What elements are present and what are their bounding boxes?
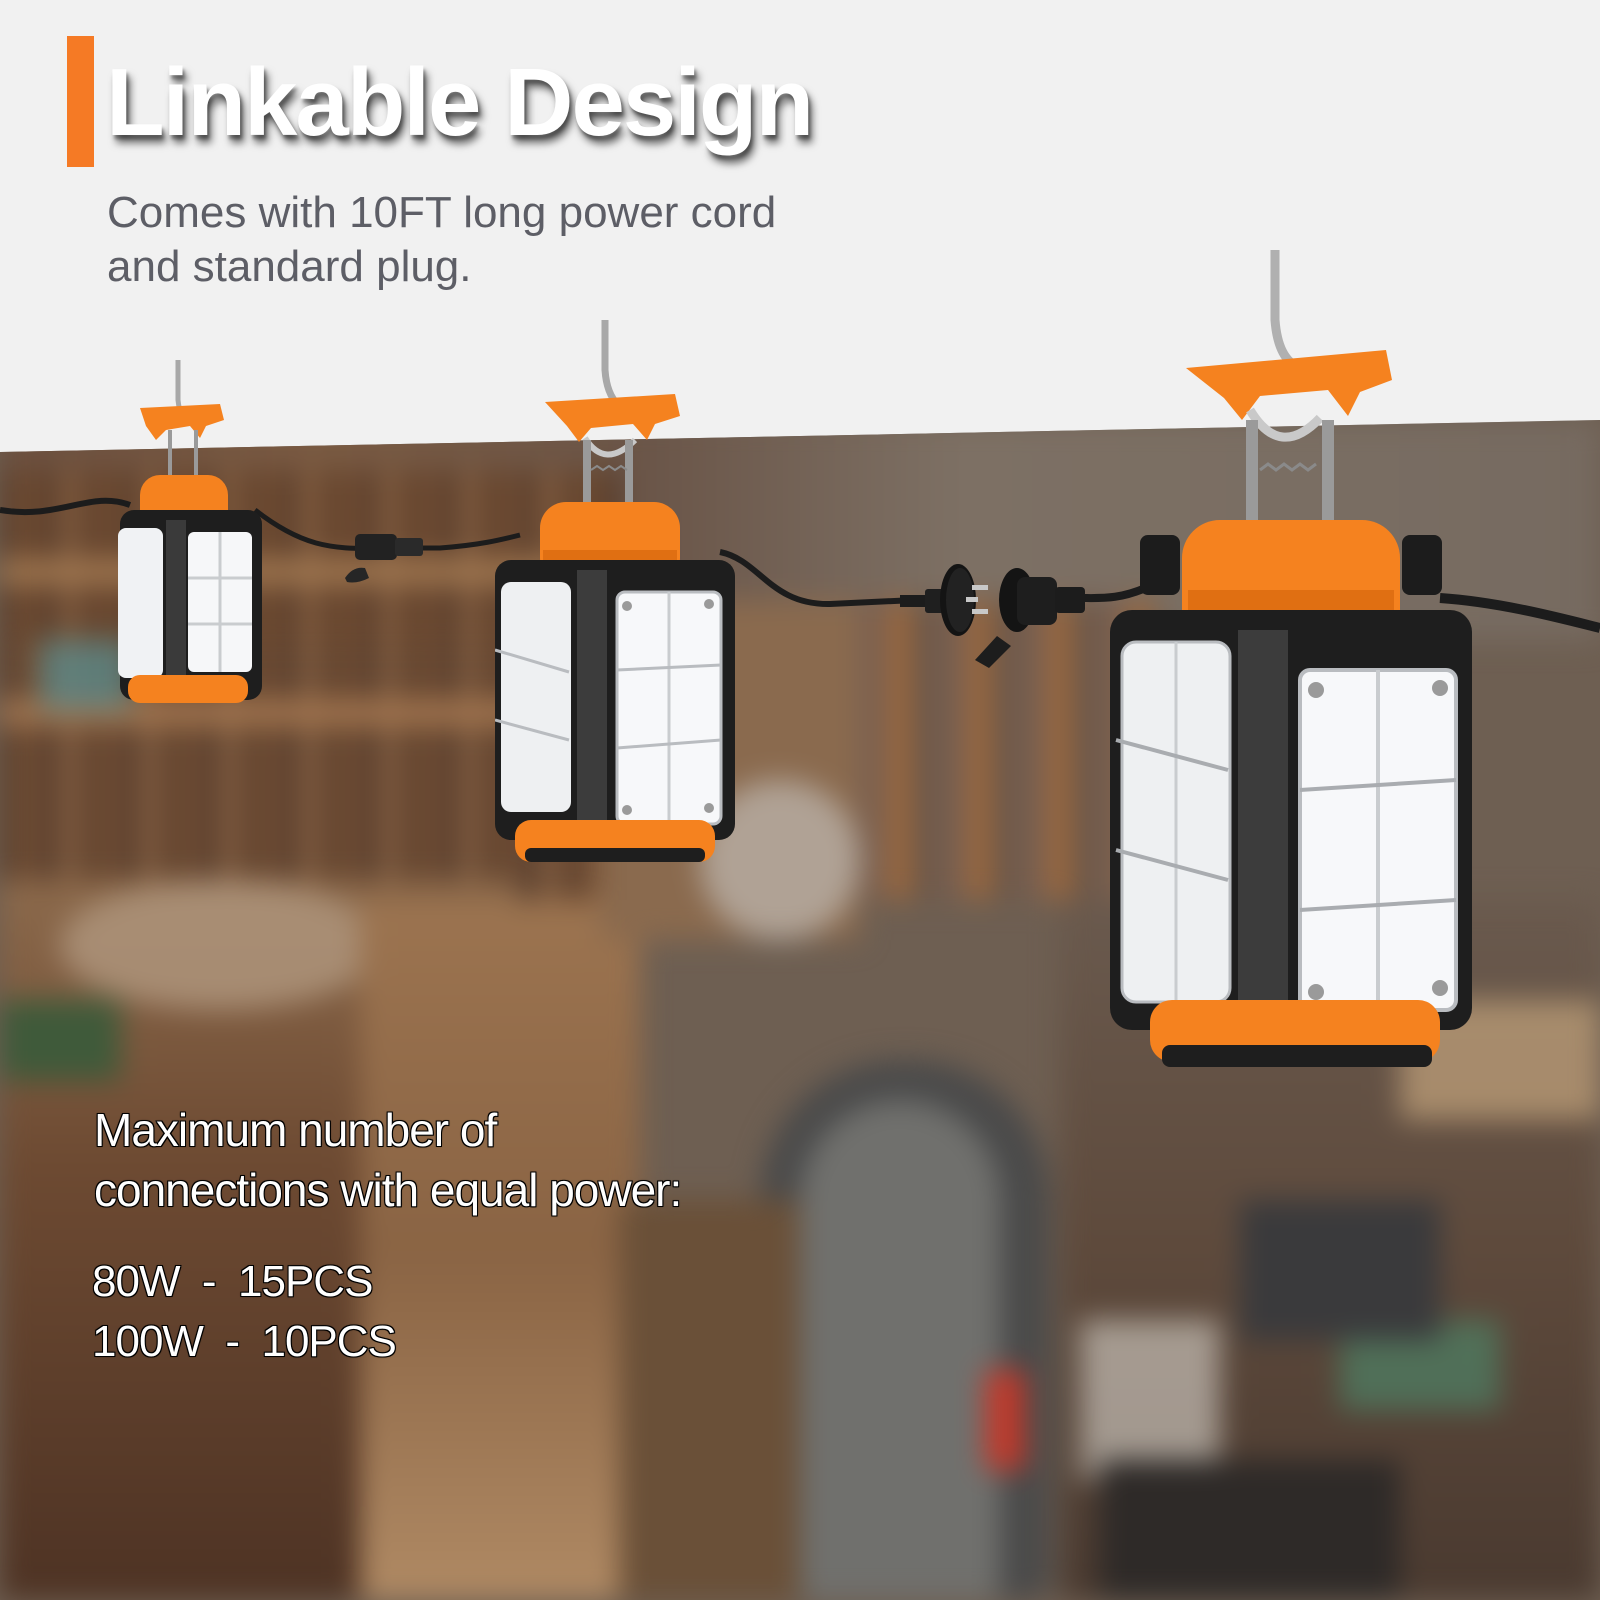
led-panel-icon — [118, 528, 252, 678]
subtitle-line: Comes with 10FT long power cord — [107, 188, 777, 237]
subtitle-line: and standard plug. — [107, 242, 472, 291]
spec-list: 80W - 15PCS 100W - 10PCS — [91, 1252, 398, 1372]
accent-bar — [67, 36, 94, 167]
hanging-hook-icon — [545, 320, 680, 510]
led-panel-icon — [1115, 640, 1458, 1012]
power-socket-icon — [345, 534, 423, 583]
power-plug-icon — [900, 564, 1085, 668]
connections-heading-line: Maximum number of — [93, 1103, 498, 1157]
connections-heading: Maximum number of connections with equal… — [93, 1100, 683, 1220]
spec-row-80w: 80W - 15PCS — [91, 1256, 374, 1307]
work-light-lamp-medium — [495, 320, 735, 862]
connections-heading-line: connections with equal power: — [93, 1163, 683, 1217]
work-light-lamp-large — [1110, 250, 1472, 1067]
subtitle: Comes with 10FT long power cord and stan… — [107, 186, 867, 294]
hanging-hook-icon — [1186, 250, 1392, 530]
page-title: Linkable Design — [106, 49, 814, 156]
work-light-lamp-small — [118, 360, 262, 703]
hanging-hook-icon — [140, 360, 224, 480]
spec-row-100w: 100W - 10PCS — [91, 1316, 398, 1367]
led-panel-icon — [495, 582, 723, 826]
